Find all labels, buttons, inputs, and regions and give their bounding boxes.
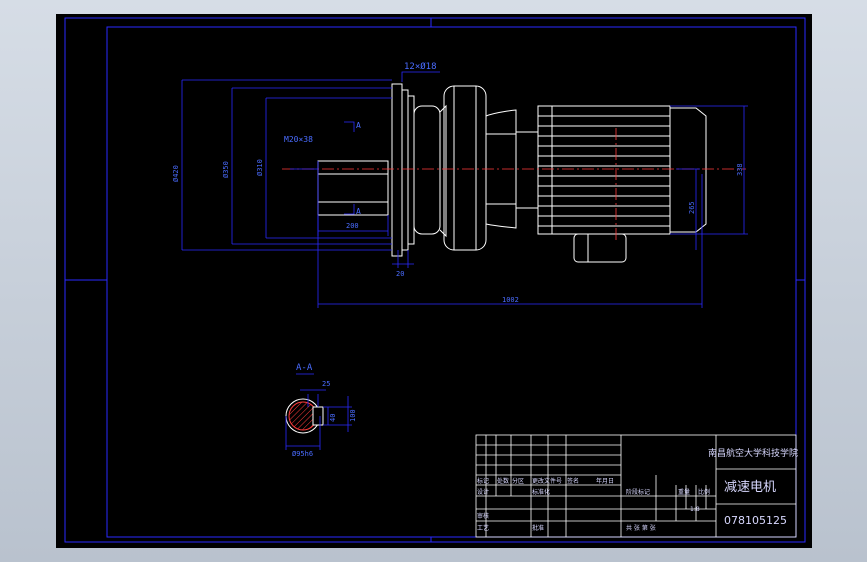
dim-overall-length: 1002	[502, 296, 519, 304]
dim-flange-width: 20	[396, 270, 404, 278]
row-label-count: 处数	[497, 477, 509, 485]
cad-viewport[interactable]: 12×Ø18 M20×38 A A Ø420 Ø350 Ø310 200 20 …	[56, 14, 812, 548]
process-label: 工艺	[477, 524, 489, 532]
drawing-number: 078105125	[724, 514, 787, 527]
scale-value: 1:8	[690, 506, 700, 513]
dim-center-height: 265	[688, 201, 696, 214]
section-label: A-A	[296, 363, 313, 373]
outer-frame	[64, 17, 806, 543]
ratio-label: 比例	[698, 488, 710, 496]
dim-shaft-length: 200	[346, 222, 359, 230]
dim-d310: Ø310	[256, 159, 264, 176]
cut-mark-bottom: A	[356, 207, 361, 216]
dim-key-depth-2: 100	[349, 409, 357, 422]
approve-label: 批准	[532, 524, 544, 532]
cad-drawing: 12×Ø18 M20×38 A A Ø420 Ø350 Ø310 200 20 …	[64, 17, 806, 543]
standardize-label: 标准化	[532, 488, 550, 496]
dim-d420: Ø420	[172, 165, 180, 182]
dim-key-width: 25	[322, 380, 330, 388]
drawing-name: 减速电机	[724, 480, 776, 495]
row-label-change: 更改文件号	[532, 477, 562, 485]
inner-frame	[106, 26, 797, 538]
school-name: 南昌航空大学科技学院	[708, 447, 798, 459]
dim-key-depth-1: 40	[329, 414, 337, 422]
section-view-a-a	[285, 373, 352, 450]
bolt-spec-label: 12×Ø18	[404, 61, 437, 72]
cut-mark-top: A	[356, 121, 361, 130]
dim-shaft-diameter: Ø95h6	[292, 450, 313, 458]
sheet-label: 共 张 第 张	[626, 524, 656, 532]
weight-label: 重量	[678, 488, 690, 496]
stage-label: 阶段标记	[626, 488, 650, 496]
gearmotor-main-view	[317, 83, 707, 263]
row-label-mark: 标记	[477, 477, 489, 485]
dim-d350: Ø350	[222, 161, 230, 178]
title-block	[475, 434, 797, 538]
thread-spec-label: M20×38	[284, 135, 313, 144]
row-label-sign: 签名	[567, 477, 579, 485]
row-label-date: 年月日	[596, 477, 614, 485]
designer-label: 设计	[477, 488, 489, 496]
check-label: 审核	[477, 512, 489, 520]
dim-motor-height: 338	[736, 163, 744, 176]
row-label-zone: 分区	[512, 477, 524, 485]
